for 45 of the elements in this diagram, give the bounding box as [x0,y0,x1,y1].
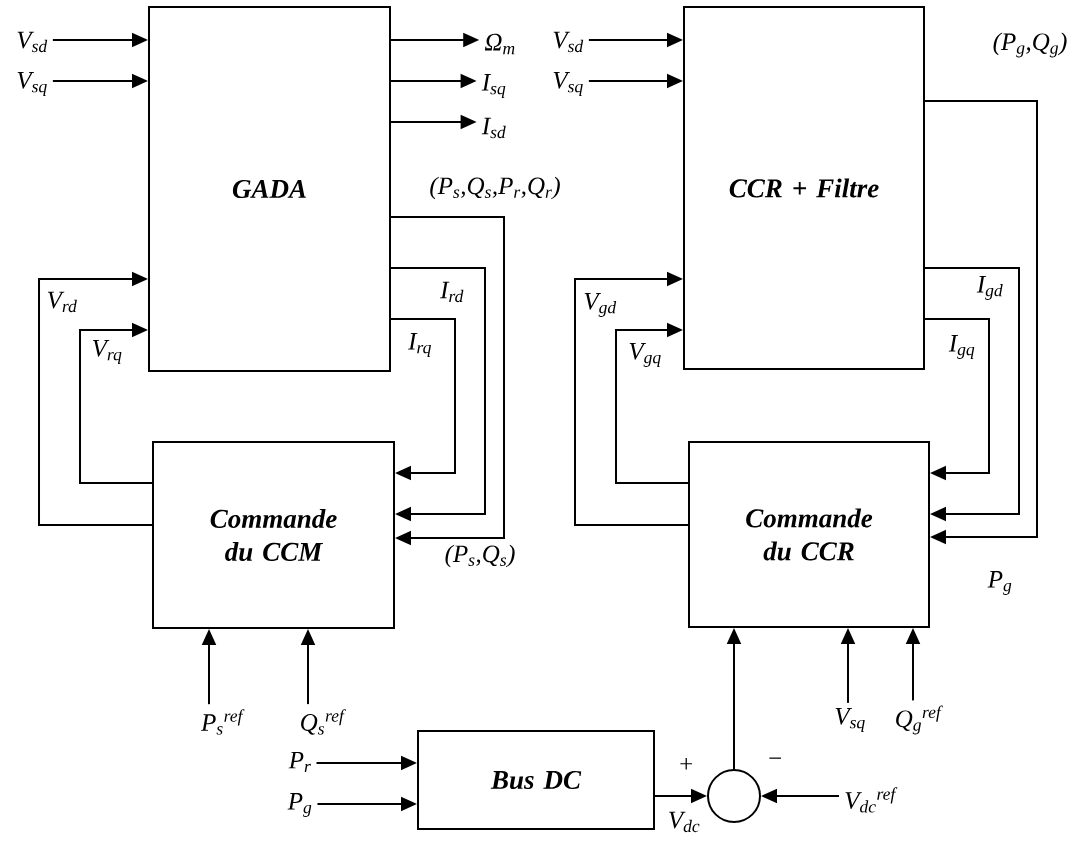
edge-label: I$_{rd}$ [439,280,465,304]
edge-label: V$_{gd}$ [582,292,618,318]
edge-label: V$_{gq}$ [627,342,663,368]
signal-label: − [769,757,782,759]
signal-label: Ω$_{m}$ [484,33,515,55]
arrow [79,322,153,484]
signal-label: P$_{g}$ [987,571,1012,595]
block-box: Commande du CCM [152,441,395,629]
signal-label: (P$_{s}$,Q$_{s}$) [445,544,515,568]
signal-label: V$_{sd}$ [553,31,584,53]
block-box: GADA [148,6,391,372]
signal-label: V$_{dc}$ref [845,787,898,813]
edge-label: (P$_{g}$,Q$_{g}$) [991,31,1069,59]
signal-label: + [680,757,693,770]
edge-label: I$_{gd}$ [975,275,1005,301]
edge-label: V$_{rd}$ [45,290,79,314]
signal-label: V$_{sq}$ [553,72,583,96]
edge-label: V$_{dc}$ [666,810,702,834]
arrow [390,267,486,522]
edge-label: V$_{rq}$ [90,339,124,365]
arrow [615,322,689,484]
edge-label: I$_{gq}$ [947,334,977,360]
signal-label: V$_{sd}$ [17,31,48,53]
arrow [390,318,456,481]
edge-label: I$_{rq}$ [407,332,433,358]
signal-label: V$_{sq}$ [17,72,47,96]
arrow [924,318,990,481]
signal-label: Q$_{g}$ref [896,705,943,735]
signal-label: I$_{sq}$ [481,74,506,98]
signal-label: P$_{r}$ [288,751,311,773]
arrow [924,100,1038,545]
signal-label: V$_{sq}$ [835,708,865,732]
block-box: CCR + Filtre [683,6,925,370]
block-box: Bus DC [417,730,655,830]
block-box: Commande du CCR [688,441,930,628]
edge-label: (P$_{s}$,Q$_{s}$,P$_{r}$,Q$_{r}$) [428,175,562,201]
summing-junction [707,769,761,823]
signal-label: Q$_{s}$ref [301,709,346,735]
signal-label: P$_{g}$ [287,793,312,817]
signal-label: P$_{s}$ref [200,709,245,735]
arrow [38,271,153,526]
arrow [924,267,1020,522]
signal-label: I$_{sd}$ [481,117,506,139]
arrow [574,271,689,526]
arrow [390,216,505,546]
